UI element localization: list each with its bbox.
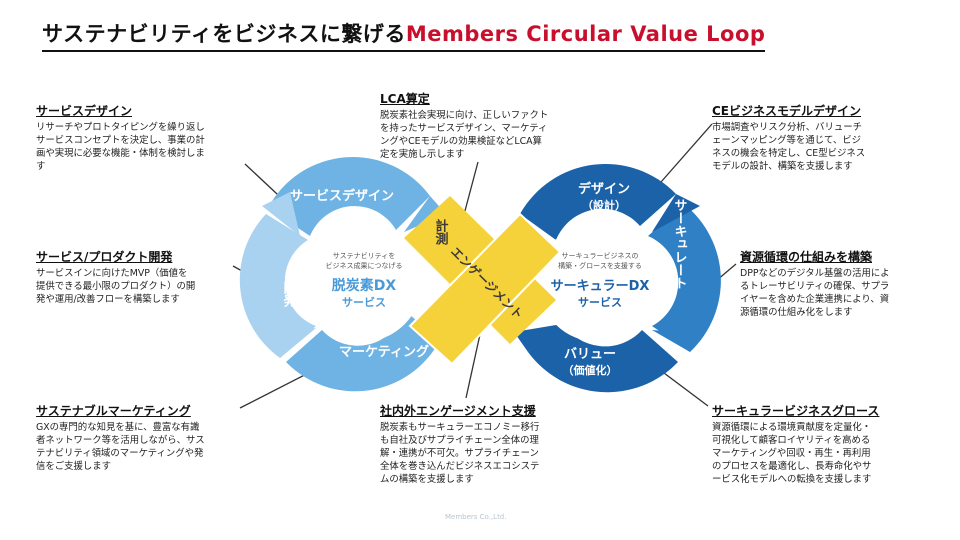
block-resource-loop: 資源循環の仕組みを構築 DPPなどのデジタル基盤の活用によ るトレーサビリティの…	[740, 248, 950, 319]
page-title: サステナビリティをビジネスに繋げるMembers Circular Value …	[42, 18, 766, 52]
title-japanese: サステナビリティをビジネスに繋げる	[42, 22, 406, 46]
left-arrow-top	[404, 196, 446, 232]
connector-circular-growth	[659, 369, 709, 407]
block-circular-growth-heading: サーキュラービジネスグロース	[712, 404, 880, 418]
right-label-design-sub: （設計）	[582, 198, 626, 212]
left-segment-design	[268, 157, 430, 236]
block-lca-heading: LCA算定	[380, 92, 430, 106]
block-lca-body: 脱炭素社会実現に向け、正しいファクト を持ったサービスデザイン、マーケティ ング…	[380, 110, 549, 160]
left-center-circle	[302, 222, 422, 342]
block-circular-growth: サーキュラービジネスグロース 資源循環による環境貢献度を定量化・ 可視化して顧客…	[712, 402, 932, 486]
right-arrow-top	[652, 194, 700, 232]
right-center-sub-1: サーキュラービジネスの	[562, 251, 639, 260]
block-service-design-heading: サービスデザイン	[36, 104, 133, 118]
block-resource-loop-heading: 資源循環の仕組みを構築	[740, 250, 873, 264]
block-sustainable-marketing-body: GXの専門的な知見を基に、豊富な有識 者ネットワーク等を活用しながら、サス テナ…	[36, 422, 205, 472]
left-label-marketing: マーケティング	[339, 344, 429, 360]
right-loop	[514, 164, 721, 393]
right-segment-design	[520, 164, 676, 240]
block-service-design: サービスデザイン リサーチやプロトタイピングを繰り返し サービスコンセプトを決定…	[36, 102, 246, 173]
right-arrow-bottom	[514, 324, 562, 352]
left-arrow-bottom	[268, 328, 316, 358]
right-label-value: バリュー	[564, 347, 616, 362]
footer-company: Members Co.,Ltd.	[445, 513, 507, 521]
right-label-design: デザイン	[578, 181, 630, 197]
left-segment-dev	[239, 214, 316, 358]
title-english: Members Circular Value Loop	[405, 22, 766, 46]
left-center-sub-2: ビジネス成果につなげる	[326, 261, 403, 270]
block-ce-model-heading: CEビジネスモデルデザイン	[712, 104, 862, 118]
right-label-circulate-sub: （循環）	[656, 266, 670, 310]
crossing-label-measure: 計測	[433, 218, 449, 246]
right-center-sub-2: 構築・グロースを支援する	[558, 261, 642, 270]
right-center-circle	[538, 222, 658, 342]
left-arrow-left	[262, 192, 300, 236]
block-product-dev-heading: サービス/プロダクト開発	[36, 250, 173, 264]
left-loop	[239, 157, 446, 392]
right-center-service: サービス	[578, 295, 622, 309]
block-sustainable-marketing-heading: サステナブルマーケティング	[36, 404, 191, 418]
right-center-main: サーキュラーDX	[551, 279, 650, 294]
block-engagement-support: 社内外エンゲージメント支援 脱炭素もサーキュラーエコノミー移行 も自社及びサプラ…	[380, 402, 590, 486]
block-sustainable-marketing: サステナブルマーケティング GXの専門的な知見を基に、豊富な有識 者ネットワーク…	[36, 402, 246, 473]
block-circular-growth-body: 資源循環による環境貢献度を定量化・ 可視化して顧客ロイヤリティを高める マーケテ…	[712, 422, 872, 485]
right-label-circulate: サーキュレート	[672, 199, 688, 290]
left-segment-marketing	[286, 310, 440, 392]
right-label-value-sub: （価値化）	[563, 363, 618, 377]
left-label-dev: 開発	[281, 281, 298, 308]
block-service-design-body: リサーチやプロトタイピングを繰り返し サービスコンセプトを決定し、事業の計 画や…	[36, 122, 205, 172]
connector-ce-model	[653, 123, 713, 191]
right-segment-circulate	[648, 204, 721, 352]
block-engagement-support-body: 脱炭素もサーキュラーエコノミー移行 も自社及びサプライチェーン全体の理 解・連携…	[380, 422, 540, 485]
left-center-main: 脱炭素DX	[332, 277, 397, 294]
crossing-band	[404, 196, 562, 366]
block-ce-model: CEビジネスモデルデザイン 市場調査やリスク分析、バリューチ ェーンマッピング等…	[712, 102, 922, 173]
right-segment-value	[528, 322, 678, 393]
yellow-band-engagement	[408, 212, 562, 366]
block-engagement-support-heading: 社内外エンゲージメント支援	[380, 404, 536, 418]
right-arrow-right	[652, 330, 704, 352]
block-ce-model-body: 市場調査やリスク分析、バリューチ ェーンマッピング等を通じて、ビジ ネスの機会を…	[712, 122, 866, 172]
left-center-service: サービス	[342, 295, 386, 309]
left-center-sub-1: サステナビリティを	[333, 251, 395, 260]
block-product-dev-body: サービスインに向けたMVP（価値を 提供できる最小限のプロダクト）の開 発や運用…	[36, 268, 196, 305]
block-lca: LCA算定 脱炭素社会実現に向け、正しいファクト を持ったサービスデザイン、マー…	[380, 90, 590, 161]
block-resource-loop-body: DPPなどのデジタル基盤の活用によ るトレーサビリティの確保、サプラ イヤーを含…	[740, 268, 890, 318]
left-label-design: サービスデザイン	[290, 188, 394, 204]
block-product-dev: サービス/プロダクト開発 サービスインに向けたMVP（価値を 提供できる最小限の…	[36, 248, 236, 306]
